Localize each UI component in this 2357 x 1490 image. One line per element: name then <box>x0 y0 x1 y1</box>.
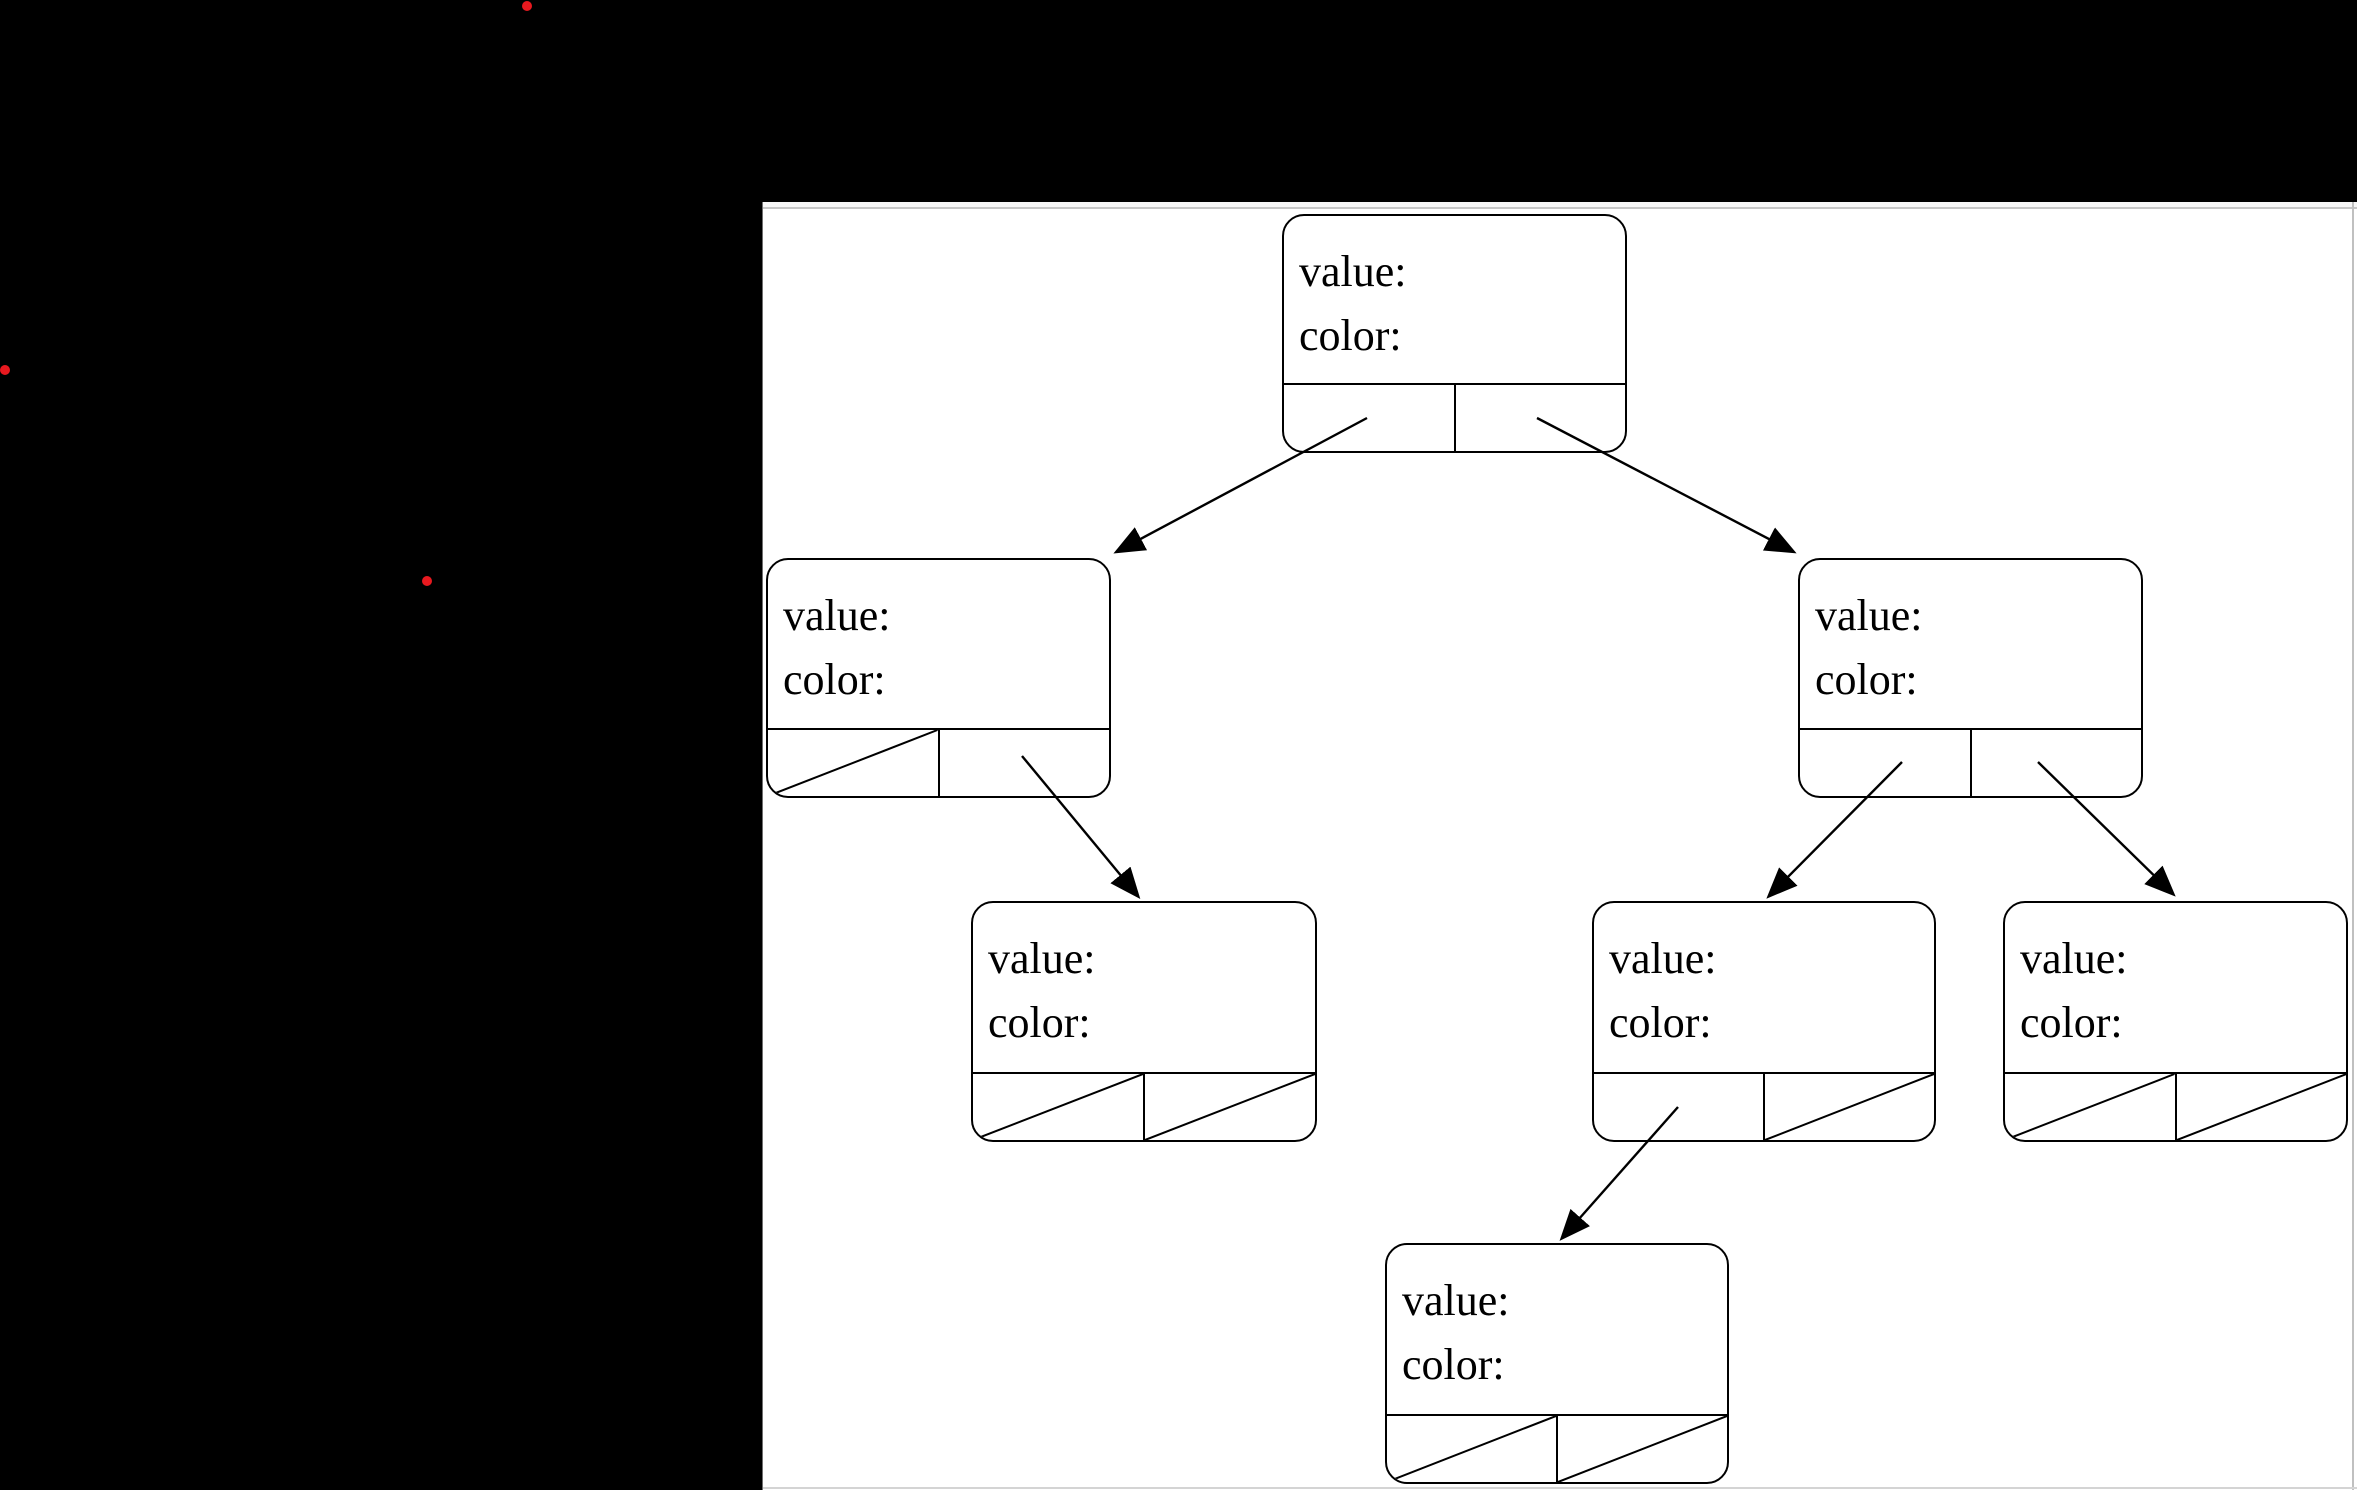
node-labels: value: color: <box>2005 903 2346 1074</box>
node-value-label: value: <box>1402 1276 1510 1325</box>
null-slash-icon <box>1387 1416 1556 1482</box>
right-pointer-cell <box>1456 385 1626 451</box>
window-right-border <box>2352 202 2354 1490</box>
right-pointer-cell <box>2177 1074 2347 1140</box>
null-slash-icon <box>1558 1416 1727 1482</box>
tree-node-grandchild-rr: value: color: <box>2003 901 2348 1142</box>
right-pointer-cell <box>1972 730 2142 796</box>
null-slash-icon <box>2005 1074 2175 1140</box>
node-pointer-row <box>1387 1416 1727 1482</box>
node-value-label: value: <box>1299 247 1407 296</box>
left-pointer-cell <box>1594 1074 1765 1140</box>
node-pointer-row <box>1594 1074 1934 1140</box>
null-slash-icon <box>1765 1074 1934 1140</box>
node-color-label: color: <box>783 655 886 704</box>
window-top-strip <box>763 202 2357 209</box>
right-pointer-cell <box>940 730 1110 796</box>
tree-node-grandchild-lr: value: color: <box>971 901 1317 1142</box>
tree-node-left-child: value: color: <box>766 558 1111 798</box>
node-labels: value: color: <box>1284 216 1625 385</box>
node-color-label: color: <box>1402 1340 1505 1389</box>
right-pointer-cell <box>1145 1074 1315 1140</box>
node-pointer-row <box>1800 730 2141 796</box>
red-dot <box>0 365 10 375</box>
node-pointer-row <box>973 1074 1315 1140</box>
node-pointer-row <box>2005 1074 2346 1140</box>
node-labels: value: color: <box>1594 903 1934 1074</box>
node-value-label: value: <box>1609 934 1717 983</box>
null-slash-icon <box>973 1074 1143 1140</box>
node-value-label: value: <box>988 934 1096 983</box>
tree-node-great-grandchild-rll: value: color: <box>1385 1243 1729 1484</box>
null-slash-icon <box>2177 1074 2347 1140</box>
left-pointer-cell <box>2005 1074 2177 1140</box>
red-dot <box>522 1 532 11</box>
node-labels: value: color: <box>1800 560 2141 730</box>
red-dot <box>422 576 432 586</box>
tree-node-root: value: color: <box>1282 214 1627 453</box>
left-pointer-cell <box>768 730 940 796</box>
null-slash-icon <box>768 730 938 796</box>
left-pointer-cell <box>1387 1416 1558 1482</box>
left-pointer-cell <box>1284 385 1456 451</box>
node-labels: value: color: <box>768 560 1109 730</box>
node-value-label: value: <box>783 591 891 640</box>
node-color-label: color: <box>1609 998 1712 1047</box>
node-labels: value: color: <box>973 903 1315 1074</box>
node-color-label: color: <box>2020 998 2123 1047</box>
window-bottom-border <box>763 1487 2357 1489</box>
left-pointer-cell <box>973 1074 1145 1140</box>
null-slash-icon <box>1145 1074 1315 1140</box>
node-color-label: color: <box>988 998 1091 1047</box>
node-color-label: color: <box>1815 655 1918 704</box>
node-color-label: color: <box>1299 311 1402 360</box>
left-pointer-cell <box>1800 730 1972 796</box>
tree-node-right-child: value: color: <box>1798 558 2143 798</box>
node-pointer-row <box>1284 385 1625 451</box>
node-labels: value: color: <box>1387 1245 1727 1416</box>
tree-node-grandchild-rl: value: color: <box>1592 901 1936 1142</box>
node-pointer-row <box>768 730 1109 796</box>
node-value-label: value: <box>2020 934 2128 983</box>
right-pointer-cell <box>1765 1074 1934 1140</box>
node-value-label: value: <box>1815 591 1923 640</box>
right-pointer-cell <box>1558 1416 1727 1482</box>
